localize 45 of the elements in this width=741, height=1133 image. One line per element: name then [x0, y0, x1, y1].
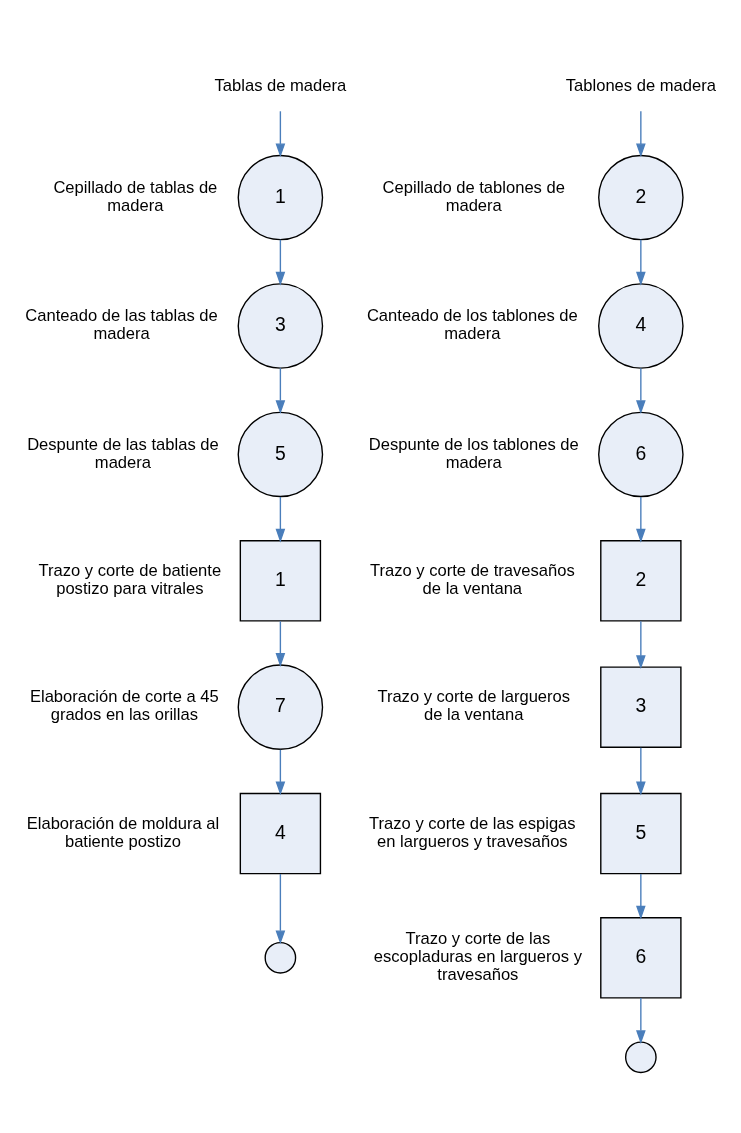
node-circle: 1	[237, 154, 324, 240]
node-label: Despunte de las tablas de madera	[27, 434, 219, 472]
arrow	[636, 872, 646, 919]
node-box: 1	[239, 539, 322, 622]
node-label: Canteado de las tablas de madera	[25, 305, 218, 343]
arrow	[636, 367, 646, 414]
node-label: Trazo y corte de las espigas en largueros y travesaños	[369, 813, 576, 851]
node-label: Trazo y corte de largueros de la ventana	[377, 686, 571, 724]
node-label: Trazo y corte de batiente postizo para vitrales	[38, 560, 222, 598]
arrow	[636, 495, 646, 543]
node-box: 2	[600, 539, 682, 622]
arrow	[636, 620, 646, 669]
arrow	[275, 238, 286, 286]
node-circle: 3	[237, 282, 324, 369]
node-circle	[264, 941, 297, 974]
arrow	[636, 996, 646, 1044]
node-text: Tablones de madera	[565, 75, 716, 95]
arrow	[275, 495, 286, 543]
node-circle: 7	[237, 663, 324, 750]
arrow	[275, 872, 286, 944]
node-circle: 6	[598, 411, 684, 497]
arrow	[636, 110, 646, 157]
node-label: Canteado de los tablones de madera	[366, 305, 578, 343]
node-label: Trazo y corte de las escopladuras en largueros y travesaños	[373, 928, 582, 984]
node-text: Tablas de madera	[214, 75, 347, 95]
node-circle: 2	[598, 154, 684, 240]
arrow	[275, 748, 286, 795]
node-circle: 5	[237, 411, 324, 497]
arrow	[636, 238, 646, 286]
arrow	[275, 110, 286, 157]
node-box: 3	[600, 665, 682, 748]
arrow	[275, 620, 286, 667]
node-label: Elaboración de moldura al batiente postizo	[26, 813, 220, 851]
arrow	[636, 746, 646, 795]
node-label: Cepillado de tablas de madera	[53, 177, 218, 215]
arrow	[275, 367, 286, 414]
node-label: Despunte de los tablones de madera	[368, 434, 579, 472]
node-label: Elaboración de corte a 45 grados en las orillas	[29, 686, 219, 724]
node-circle	[624, 1040, 657, 1073]
node-box: 4	[239, 792, 322, 874]
node-box: 5	[600, 792, 682, 874]
node-circle: 4	[598, 282, 684, 369]
node-label: Trazo y corte de travesaños de la ventana	[370, 560, 575, 598]
node-label: Cepillado de tablones de madera	[382, 177, 565, 215]
node-box: 6	[600, 916, 682, 999]
